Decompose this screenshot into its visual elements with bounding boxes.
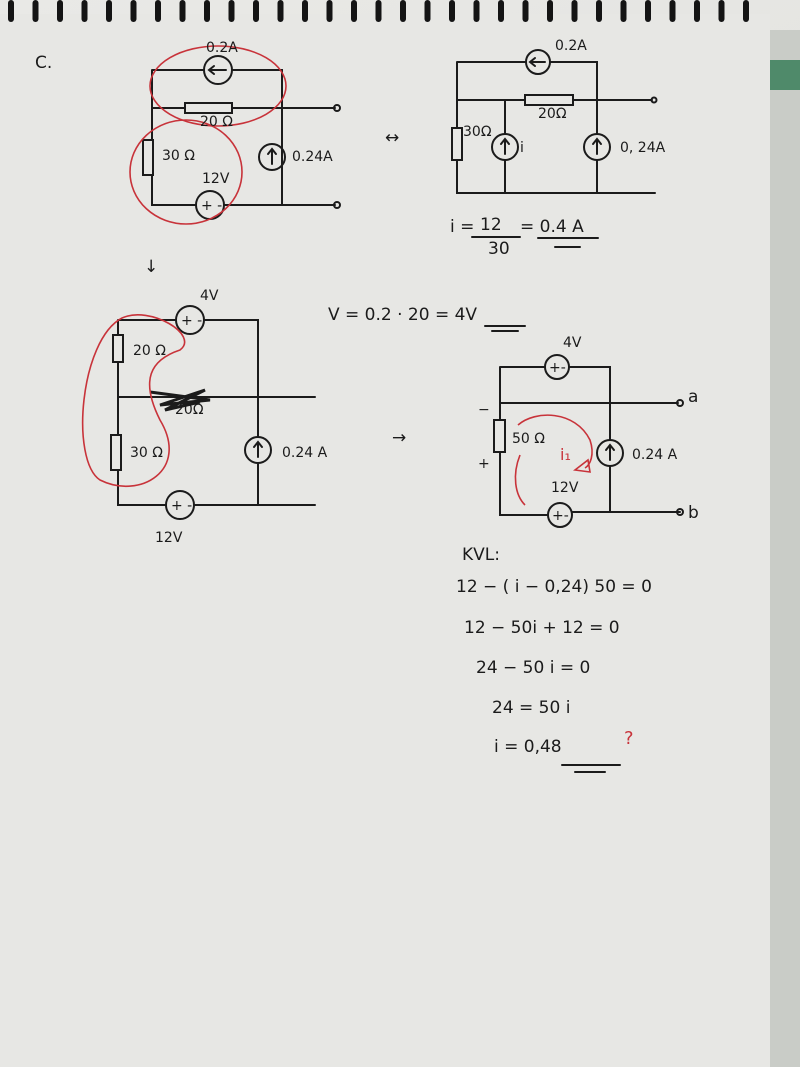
spiral-ring: [424, 0, 431, 22]
spiral-ring: [351, 0, 357, 22]
spiral-ring: [228, 0, 235, 22]
current-source-icon: [203, 55, 233, 85]
spiral-ring: [204, 0, 210, 22]
spiral-ring: [694, 0, 700, 22]
label: 20 Ω: [133, 343, 166, 359]
terminal-b: b: [688, 503, 699, 523]
spiral-ring: [302, 0, 308, 22]
spiral-ring: [400, 0, 406, 22]
kvl-line: i = 0,48: [494, 737, 562, 757]
label: 0.24 A: [282, 445, 328, 461]
section-label: C.: [35, 53, 52, 73]
spiral-ring: [718, 0, 725, 22]
spiral-binding: [8, 0, 749, 22]
down-arrow: ↓: [144, 257, 158, 277]
spiral-ring: [669, 0, 676, 22]
spiral-ring: [620, 0, 627, 22]
label: 20Ω: [175, 402, 204, 418]
label: +: [478, 456, 490, 472]
svg-text:+ -: + -: [171, 498, 192, 514]
kvl-derivation: KVL: 12 − ( i − 0,24) 50 = 0 12 − 50i + …: [456, 545, 652, 773]
spiral-ring: [81, 0, 88, 22]
current-source-icon: [258, 143, 286, 171]
label: 30Ω: [463, 124, 492, 140]
spiral-ring: [326, 0, 333, 22]
right-arrow: →: [392, 428, 406, 448]
spiral-ring: [449, 0, 455, 22]
circuit-4: +- +- i₁ 4V 50 Ω − + 0.24 A 12V a b: [478, 335, 699, 528]
spiral-ring: [596, 0, 602, 22]
formula-i: i = 12 30 = 0.4 A: [450, 215, 599, 259]
label: 30 Ω: [130, 445, 163, 461]
spiral-ring: [473, 0, 480, 22]
label: 4V: [200, 288, 219, 304]
formula-text: 12: [480, 215, 502, 235]
spiral-ring: [743, 0, 749, 22]
spiral-ring: [645, 0, 651, 22]
label: 12V: [155, 530, 183, 546]
label: 12V: [551, 480, 579, 496]
label: 0.24A: [292, 149, 333, 165]
spiral-ring: [155, 0, 161, 22]
spiral-ring: [32, 0, 39, 22]
terminal-a: a: [688, 387, 698, 407]
spiral-ring: [106, 0, 112, 22]
spiral-ring: [547, 0, 553, 22]
question-mark: ?: [624, 728, 634, 749]
label: 0, 24A: [620, 140, 666, 156]
kvl-line: 24 − 50 i = 0: [476, 658, 590, 678]
label: 20 Ω: [200, 114, 233, 130]
svg-text:+-: +-: [552, 508, 569, 524]
spiral-ring: [571, 0, 578, 22]
label: 0.24 A: [632, 447, 678, 463]
kvl-line: 24 = 50 i: [492, 698, 570, 718]
spiral-ring: [498, 0, 504, 22]
kvl-title: KVL:: [462, 545, 500, 565]
spiral-ring: [179, 0, 186, 22]
circuit-3: 20Ω + - + - 4V 20 Ω 30 Ω 0.24 A 12V: [81, 288, 328, 546]
label: 50 Ω: [512, 431, 545, 447]
green-tab: [768, 60, 800, 90]
label: 20Ω: [538, 106, 567, 122]
spiral-ring: [8, 0, 14, 22]
svg-text:+ -: + -: [181, 313, 202, 329]
spiral-ring: [375, 0, 382, 22]
label: 30 Ω: [162, 148, 195, 164]
circuit-2: 0.2A 20Ω 30Ω i 0, 24A: [451, 38, 666, 194]
label: −: [478, 402, 490, 418]
svg-text:+-: +-: [549, 360, 566, 376]
label: 4V: [563, 335, 582, 351]
formula-v: V = 0.2 · 20 = 4V: [328, 305, 477, 325]
svg-text:+ -: + -: [201, 198, 222, 214]
label: 0.2A: [555, 38, 587, 54]
spiral-ring: [253, 0, 259, 22]
spiral-ring: [277, 0, 284, 22]
formula-text: 30: [488, 239, 510, 259]
label: 0.2A: [206, 40, 238, 56]
spiral-ring: [57, 0, 63, 22]
equivalence-arrow: ↔: [385, 128, 399, 148]
kvl-line: 12 − 50i + 12 = 0: [464, 618, 620, 638]
circuit-1: + - 0.2A 20 Ω 30 Ω 12V 0.24A: [129, 40, 341, 225]
paper-sheet: [0, 14, 770, 1067]
label: 12V: [202, 171, 230, 187]
kvl-line: 12 − ( i − 0,24) 50 = 0: [456, 577, 652, 597]
spiral-ring: [130, 0, 137, 22]
scribbled-resistor: [149, 388, 211, 412]
formula-text: i =: [450, 217, 474, 237]
formula-text: = 0.4 A: [520, 217, 584, 237]
loop-current-label: i₁: [560, 445, 571, 464]
spiral-ring: [522, 0, 529, 22]
label: i: [520, 140, 524, 156]
